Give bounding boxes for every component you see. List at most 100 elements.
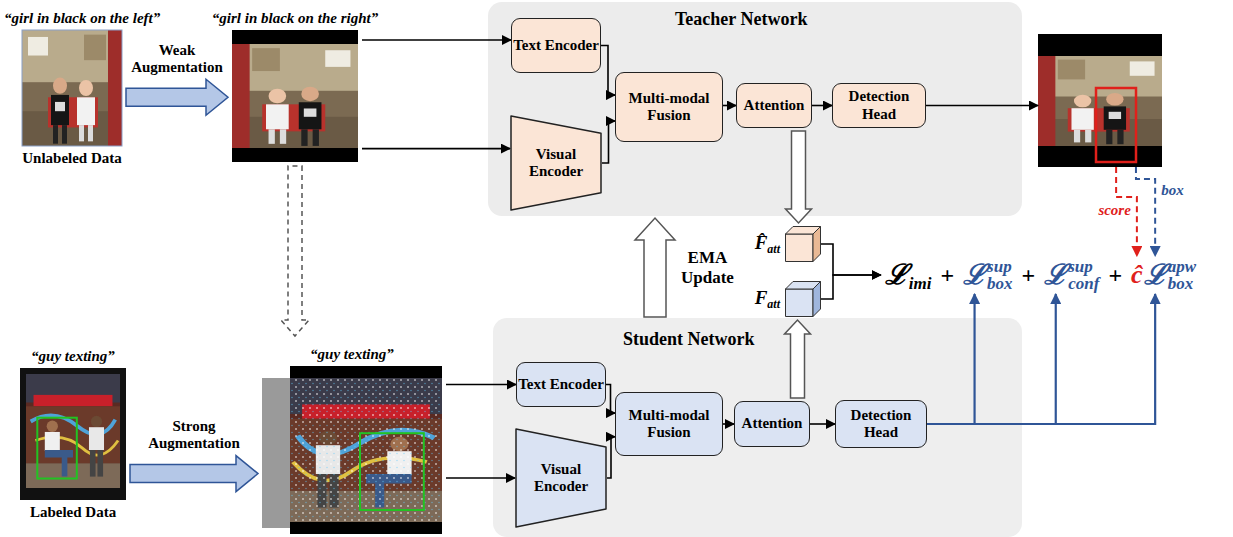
connector-path — [821, 275, 881, 299]
connector-line — [601, 46, 615, 96]
image-panel: “guy texting” — [262, 366, 442, 534]
connector-line — [723, 105, 736, 106]
image-caption: “girl in black on the left” — [4, 10, 160, 27]
panel-title: Student Network — [623, 329, 755, 350]
encoder-trapezoid: Visual Encoder — [515, 428, 607, 528]
connector-line — [821, 275, 881, 299]
cube-face — [786, 234, 814, 262]
photo-scene — [22, 30, 122, 146]
connector-path — [601, 46, 615, 96]
connector-path — [723, 105, 736, 107]
loss-term: ℒ — [1144, 261, 1167, 289]
block-arrow — [126, 79, 228, 115]
module-label: Multi-modal Fusion — [616, 90, 722, 125]
predicted-box — [1096, 88, 1136, 162]
script-column: apwbox — [1168, 258, 1196, 292]
ground-truth-box — [37, 418, 77, 479]
loss-term: box — [1168, 275, 1196, 292]
connector-path — [723, 423, 734, 425]
ground-truth-box — [360, 433, 424, 510]
connector-path — [1136, 167, 1155, 256]
image-caption: “girl in black on the right” — [212, 10, 378, 27]
script-column: supbox — [987, 258, 1013, 292]
image-panel — [1038, 34, 1162, 167]
module-box: Text Encoder — [516, 362, 606, 407]
image-panel: “guy texting”Labeled Data — [20, 368, 126, 500]
block-arrow — [785, 320, 811, 398]
loss-term: + — [1108, 263, 1122, 287]
connector-path — [606, 385, 615, 414]
trapezoid-shape — [516, 429, 606, 527]
loss-group: ℒsupbox — [963, 258, 1013, 292]
image-caption: Unlabeled Data — [22, 150, 122, 167]
feature-label-part: att — [767, 297, 780, 311]
connector-line — [927, 294, 1155, 424]
connector-line — [446, 384, 516, 385]
arrow-shape — [126, 79, 228, 115]
letterbox — [232, 30, 358, 162]
module-label: Detection Head — [833, 88, 925, 123]
loss-term: apw — [1168, 258, 1196, 275]
feature-label-part: F — [755, 287, 768, 308]
connector-path — [821, 244, 881, 275]
block-arrow — [281, 166, 309, 336]
photo-scene — [26, 374, 120, 488]
connector-line — [602, 121, 615, 163]
network-panel: Text EncoderVisual EncoderMulti-modal Fu… — [493, 318, 1022, 537]
cube-outline — [785, 226, 821, 262]
connector-line — [723, 424, 734, 425]
feature-cube: F̂att — [785, 226, 821, 262]
network-panel: Text EncoderVisual Encoder Multi-modal Fu… — [488, 2, 1022, 216]
loss-formula: ℒimi+ℒsupbox+ℒsupconf+ĉℒapwbox — [881, 256, 1200, 294]
module-box: Text Encoder — [511, 18, 601, 73]
module-box: Attention — [734, 401, 810, 447]
loss-term: conf — [1068, 275, 1099, 292]
connector-path — [812, 105, 832, 107]
script-column: supconf — [1068, 258, 1099, 292]
block-arrow — [786, 131, 812, 223]
connector-line — [362, 148, 510, 149]
weak-augmented-photo — [232, 30, 358, 162]
loss-term: ĉ — [1131, 262, 1143, 288]
edge-label: EMA Update — [681, 248, 734, 287]
loss-term: + — [940, 263, 954, 287]
loss-group: ĉ — [1131, 262, 1144, 288]
cube-outline — [785, 281, 821, 317]
connector-path — [362, 39, 511, 41]
connector-line — [362, 40, 511, 41]
loss-term: imi — [909, 275, 932, 292]
image-panel: “girl in black on the right” — [232, 30, 358, 162]
loss-group: ℒapwbox — [1144, 258, 1196, 292]
connector-path — [446, 477, 515, 479]
module-box: Multi-modal Fusion — [615, 72, 723, 142]
script-column: imi — [909, 258, 932, 292]
photo-scene — [1038, 56, 1162, 146]
letterbox — [290, 366, 442, 534]
module-label: Visual Encoder — [510, 146, 602, 181]
block-arrow — [635, 218, 675, 317]
image-caption: “guy texting” — [310, 346, 394, 363]
edge-label: Weak Augmentation — [131, 42, 223, 77]
connector-line — [926, 105, 1038, 106]
image-caption: Labeled Data — [30, 504, 116, 521]
noise-overlay — [290, 378, 442, 522]
feature-label-part: F̂ — [755, 232, 768, 253]
panel-title: Teacher Network — [675, 9, 807, 30]
photo-scene — [232, 44, 358, 148]
module-label: Visual Encoder — [515, 461, 607, 496]
module-box: Multi-modal Fusion — [615, 392, 723, 456]
encoder-trapezoid: Visual Encoder — [510, 115, 602, 211]
connector-line — [810, 424, 835, 425]
loss-term: ℒ — [1044, 261, 1067, 289]
feature-label: F̂att — [755, 233, 780, 255]
connector-path — [926, 105, 1038, 107]
connector-path — [1055, 294, 1057, 424]
image-caption: “guy texting” — [31, 348, 115, 365]
edge-label: score — [1098, 202, 1131, 219]
photo-frame — [22, 30, 122, 146]
connector-path — [810, 423, 835, 425]
module-box: Attention — [736, 83, 812, 128]
cube-face — [786, 289, 814, 317]
connector-line — [821, 244, 881, 275]
module-label: Attention — [744, 97, 805, 114]
